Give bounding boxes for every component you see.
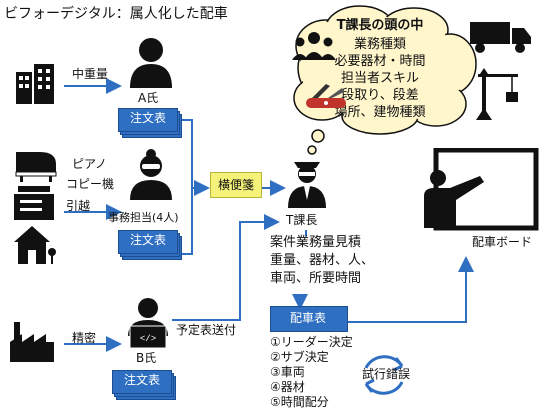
- input-label-copier: コピー機: [66, 177, 115, 191]
- cycle-arrows-icon: [364, 355, 404, 395]
- dispatch-item: ④器材: [270, 380, 305, 394]
- dispatch-table-label: 配車表: [289, 311, 326, 325]
- person-a-label: A氏: [138, 91, 159, 105]
- thought-line: 段取り、段差: [341, 88, 419, 103]
- estimate-line: 重量、器材、人、: [270, 253, 375, 268]
- clerks-label: 事務担当(4人): [108, 211, 179, 224]
- manager-label: T課長: [286, 213, 318, 227]
- order-form-label: 注文表: [129, 233, 166, 247]
- order-form-b: 注文表: [112, 370, 176, 402]
- dispatch-item: ②サブ決定: [270, 350, 329, 364]
- house-icon: [14, 226, 56, 264]
- input-label-moving: 引越: [66, 199, 91, 213]
- order-form-clerks: 注文表: [118, 230, 182, 262]
- estimate-line: 車両、所要時間: [270, 271, 362, 286]
- copier-icon: [14, 186, 54, 220]
- order-form-label: 注文表: [123, 373, 160, 387]
- person-a-icon: [130, 38, 172, 88]
- clerk-icon: [130, 149, 172, 200]
- building-icon: [16, 64, 54, 104]
- piano-icon: [15, 152, 57, 182]
- page-title: ビフォーデジタル：属人化した配車: [4, 6, 228, 22]
- dispatch-item: ①リーダー決定: [270, 335, 353, 349]
- input-label-piano: ピアノ: [72, 157, 107, 171]
- thought-line: 必要器材・時間: [334, 54, 426, 69]
- factory-icon: [10, 322, 54, 362]
- svg-text:</>: </>: [140, 334, 156, 344]
- input-label-heavy: 中重量: [72, 67, 109, 81]
- order-form-a: 注文表: [118, 108, 182, 140]
- dispatch-item: ③車両: [270, 365, 305, 379]
- person-b-icon: </>: [128, 298, 168, 348]
- group-people-icon: [292, 32, 336, 60]
- truck-icon: [470, 22, 531, 53]
- estimate-line: 案件業務量見積: [270, 235, 362, 250]
- dispatch-table: 配車表: [270, 306, 350, 334]
- arrow-to-board: [346, 256, 474, 323]
- crane-icon: [476, 68, 518, 120]
- trial-error-label: 試行錯誤: [362, 367, 411, 381]
- order-form-label: 注文表: [129, 111, 166, 125]
- thought-cloud-title: T課長の頭の中: [336, 18, 424, 33]
- multitool-icon: [306, 84, 346, 108]
- thought-line: 担当者スキル: [340, 71, 419, 86]
- dispatch-item: ⑤時間配分: [270, 395, 329, 409]
- thought-cloud: T課長の頭の中 業務種類 必要器材・時間 担当者スキル 段取り、段差 場所、建物…: [325, 16, 435, 126]
- schedule-sent-label: 予定表送付: [176, 323, 237, 337]
- sticky-note: 横便箋: [210, 172, 262, 198]
- thought-line: 場所、建物種類: [334, 105, 426, 120]
- person-b-label: B氏: [136, 351, 157, 365]
- dispatch-board-icon: [424, 148, 539, 231]
- thought-line: 業務種類: [353, 37, 406, 52]
- manager-icon: [288, 162, 326, 208]
- dispatch-board-label: 配車ボード: [472, 235, 533, 249]
- input-label-precision: 精密: [72, 331, 97, 345]
- arrow-schedule: [172, 214, 280, 321]
